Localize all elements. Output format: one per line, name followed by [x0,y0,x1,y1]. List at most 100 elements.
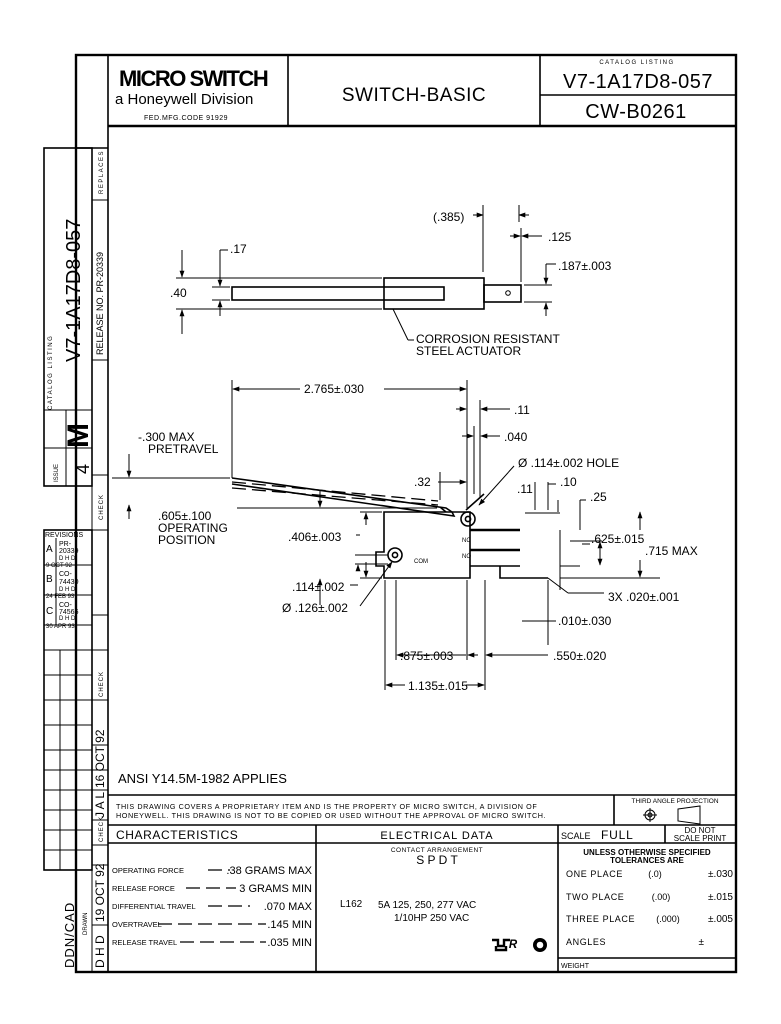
csa-listing-mark-icon [533,938,547,952]
revision-a-line4: 9 OCT 92 [46,563,73,569]
actuator-note-line2: STEEL ACTUATOR [416,344,521,358]
side-view: COM NC NO 2.765±.030 .11 .040 -.300 MAX … [112,380,698,693]
drawing-number: CW-B0261 [585,101,686,123]
dim-010: .010±.030 [558,614,612,628]
electrical-data-table: ELECTRICAL DATA CONTACT ARRANGEMENT S P … [340,830,547,956]
third-angle-projection-icon [643,805,701,825]
scale-label: SCALE [561,831,591,841]
contact-arrangement-label: CONTACT ARRANGEMENT [391,847,483,854]
tolerance-label: THREE PLACE [566,914,635,924]
dim-875: .875±.003 [400,649,454,663]
revision-c-line3: D H D [59,616,76,622]
dim-125: .125 [548,230,572,244]
replaces-label: REPLACES [99,150,105,194]
drawn-label: DRAWN [83,913,89,935]
tolerance-label: ANGLES [566,937,606,947]
revision-a-line2: 20339 [59,548,79,555]
electrical-rating2: 1/10HP 250 VAC [394,913,469,924]
catalog-number: V7-1A17D8-057 [563,71,713,93]
tolerance-digits: (.00) [652,892,671,902]
tolerance-header1: UNLESS OTHERWISE SPECIFIED [583,848,711,857]
revision-b-line1: CO- [59,571,73,578]
left-catalog-label: CATALOG LISTING [48,335,54,410]
revision-c-line2: 74566 [59,609,79,616]
top-view-terminal [483,284,522,303]
signoff-initials: J A L [93,792,107,818]
revision-a-letter: A [46,544,53,555]
ansi-note: ANSI Y14.5M-1982 APPLIES [118,771,287,786]
size-letter: M [62,423,95,448]
drawn-initials: D H D [93,935,107,968]
dim-406: .406±.003 [288,530,342,544]
dim-40: .40 [170,286,187,300]
revisions-label: REVISIONS [45,532,83,539]
revision-b-line4: 24 FEB 93 [46,594,75,600]
side-view-body [375,511,471,579]
dim-32: .32 [414,475,431,489]
operating-position-value: .605±.100 [158,509,212,523]
revision-c-line4: 30 APR 93 [46,624,75,630]
weight-label: WEIGHT [561,963,590,970]
pretravel-line2: PRETRAVEL [148,442,219,456]
operating-position-label1: OPERATING [158,521,228,535]
tolerance-label: TWO PLACE [566,892,624,902]
characteristic-label: DIFFERENTIAL TRAVEL [112,902,196,911]
proprietary-block: THIS DRAWING COVERS A PROPRIETARY ITEM A… [108,794,736,826]
dim-114: .114±.002 [292,580,345,594]
tolerance-value: ± [699,937,705,948]
dim-25: .25 [590,490,607,504]
terminal-com: COM [414,559,428,565]
ddn-cad-label: DDN/CAD [62,902,77,968]
revision-c-line1: CO- [59,602,73,609]
left-catalog-tab [43,147,93,871]
check-label-top: CHECK [99,494,105,520]
characteristic-value: .145 MIN [267,919,312,931]
do-not-scale-line1: DO NOT [684,826,715,835]
dim-385: (.385) [433,210,464,224]
top-view: (.385) .125 .187±.003 .17 .40 CORROSION … [170,205,612,358]
third-angle-label: THIRD ANGLE PROJECTION [631,798,718,805]
dim-187: .187±.003 [558,259,612,273]
characteristic-label: RELEASE TRAVEL [112,938,177,947]
fed-code: FED.MFG.CODE 91929 [144,115,228,122]
dim-3x-020: 3X .020±.001 [608,590,680,604]
proprietary-line1: THIS DRAWING COVERS A PROPRIETARY ITEM A… [116,802,537,811]
revision-b-letter: B [46,574,53,585]
drawn-date: 19 OCT 92 [93,863,107,922]
pretravel-dashed-lever [231,481,439,502]
dim-10: .10 [560,475,577,489]
company-division: a Honeywell Division [115,91,253,108]
dim-11-upper: .11 [514,403,530,417]
revision-a-line3: D H D [59,556,76,562]
revision-b-line2: 74430 [59,579,79,586]
ul-listing-mark-icon: ᴿ [492,937,518,956]
proprietary-line2: HONEYWELL. THIS DRAWING IS NOT TO BE COP… [116,811,546,820]
scale-value: FULL [601,828,634,842]
electrical-header: ELECTRICAL DATA [380,830,493,842]
pretravel-line1: -.300 MAX [138,430,195,444]
dim-2765: 2.765±.030 [304,382,364,396]
do-not-scale-line2: SCALE PRINT [674,834,727,843]
tolerance-value: ±.015 [708,892,733,903]
characteristic-value: .38 GRAMS MAX [226,865,312,877]
tolerance-digits: (.000) [656,914,680,924]
left-catalog-number: V7-1A17D8-057 [63,219,85,362]
top-view-actuator [231,286,445,301]
revision-b-line3: D H D [59,587,76,593]
issue-number: 4 [73,464,93,474]
top-view-body [383,277,485,310]
actuator-note-line1: CORROSION RESISTANT [416,332,560,346]
terminal-no: NO [462,554,471,560]
operating-position-label2: POSITION [158,533,215,547]
characteristic-label: RELEASE FORCE [112,884,175,893]
release-number: RELEASE NO. PR-20339 [95,252,105,355]
tolerance-header2: TOLERANCES ARE [610,856,684,865]
company-logo: MICRO SWITCH [119,66,268,91]
catalog-listing-label: CATALOG LISTING [599,60,674,66]
characteristics-header: CHARACTERISTICS [116,828,238,842]
electrical-code: L162 [340,899,363,910]
svg-text:ᴿ: ᴿ [508,937,518,956]
tolerance-label: ONE PLACE [566,869,623,879]
characteristics-table: CHARACTERISTICS OPERATING FORCE .38 GRAM… [108,825,559,972]
